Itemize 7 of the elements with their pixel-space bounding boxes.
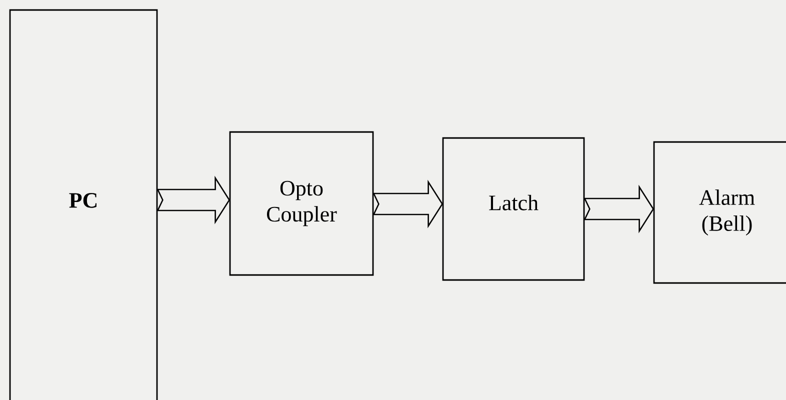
block-box: PC (9, 9, 158, 400)
block-arrow (372, 180, 444, 228)
block-arrow (156, 176, 230, 224)
block-box: Alarm (Bell) (653, 141, 786, 284)
block-arrow (584, 184, 654, 234)
block-box: Latch (442, 137, 585, 281)
block-box: Opto Coupler (229, 131, 374, 276)
